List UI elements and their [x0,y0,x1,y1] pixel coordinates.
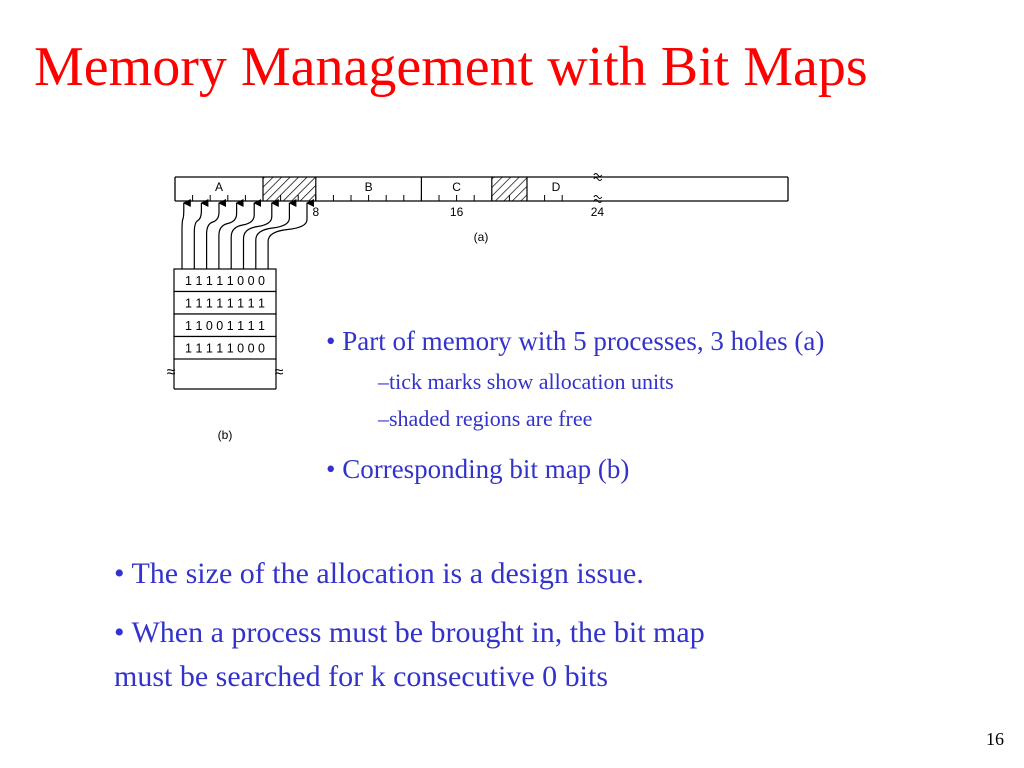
bullet-text: Corresponding bit map (b) [342,454,630,484]
sub-bullet-tick-marks: –tick marks show allocation units [378,368,674,396]
bullet-memory-processes: • Part of memory with 5 processes, 3 hol… [326,324,824,358]
bitmap-break-mark: ≈ [167,364,176,381]
free-hole-segment [263,177,316,201]
bullet-text-continued: must be searched for k consecutive 0 bit… [114,660,609,693]
bitmap-row-box [173,335,277,360]
page-number: 16 [986,729,1004,749]
break-mark [593,173,603,181]
break-mark [593,195,603,203]
process-label: C [452,180,461,194]
bit-arrow [206,199,226,269]
bullet-marker: • [114,557,125,590]
bullet-marker: • [326,326,336,356]
process-segment [527,177,585,201]
bullet-text: When a process must be brought in, the b… [131,616,705,649]
bullet-text: Part of memory with 5 processes, 3 holes… [342,326,825,356]
bullet-bit-map: • Corresponding bit map (b) [326,452,629,486]
bitmap-break-mark: ≈ [275,364,284,381]
bit-arrow [242,199,279,269]
bitmap-diagram: A B C D 8 16 24 (a) 1 1 1 1 1 0 0 0 1 1 1 1 1 1 … [167,173,789,442]
bit-arrows [181,199,314,269]
bitmap-row: 1 1 1 1 1 0 0 0 [185,342,265,356]
bit-arrow [267,199,314,269]
sub-bullet-marker: – [378,406,389,431]
caption-a: (a) [474,230,489,244]
process-segment [175,177,263,201]
bullet-bitmap-search: • When a process must be brought in, the… [114,611,705,699]
unit-number-label: 16 [450,205,464,219]
bullet-marker: • [326,454,336,484]
bit-arrow [218,199,244,269]
bitmap-row: 1 1 0 0 1 1 1 1 [185,319,265,333]
bitmap-row: 1 1 1 1 1 0 0 0 [185,274,265,288]
slide-title: Memory Management with Bit Maps [34,36,868,98]
process-label: A [215,180,223,194]
bit-arrow [230,199,262,269]
bit-arrow [193,199,209,269]
sub-bullet-marker: – [378,369,389,394]
bit-arrow [255,199,297,269]
bitmap-table: 1 1 1 1 1 0 0 0 1 1 1 1 1 1 1 1 1 1 0 0 1 … [167,268,284,442]
bullet-allocation-size: • The size of the allocation is a design… [114,552,644,596]
bullet-text: The size of the allocation is a design i… [131,557,644,590]
sub-bullet-text: shaded regions are free [389,406,593,431]
sub-bullet-text: tick marks show allocation units [389,369,674,394]
bit-arrow [181,199,191,269]
process-label: B [365,180,373,194]
caption-b: (b) [218,428,233,442]
unit-number-label: 24 [591,205,605,219]
bitmap-row: 1 1 1 1 1 1 1 1 [185,297,265,311]
memory-strip: A B C D 8 16 24 (a) [174,173,789,244]
process-label: D [552,180,561,194]
sub-bullet-shaded-regions: –shaded regions are free [378,405,592,433]
unit-number-label: 8 [312,205,319,219]
bullet-marker: • [114,616,125,649]
